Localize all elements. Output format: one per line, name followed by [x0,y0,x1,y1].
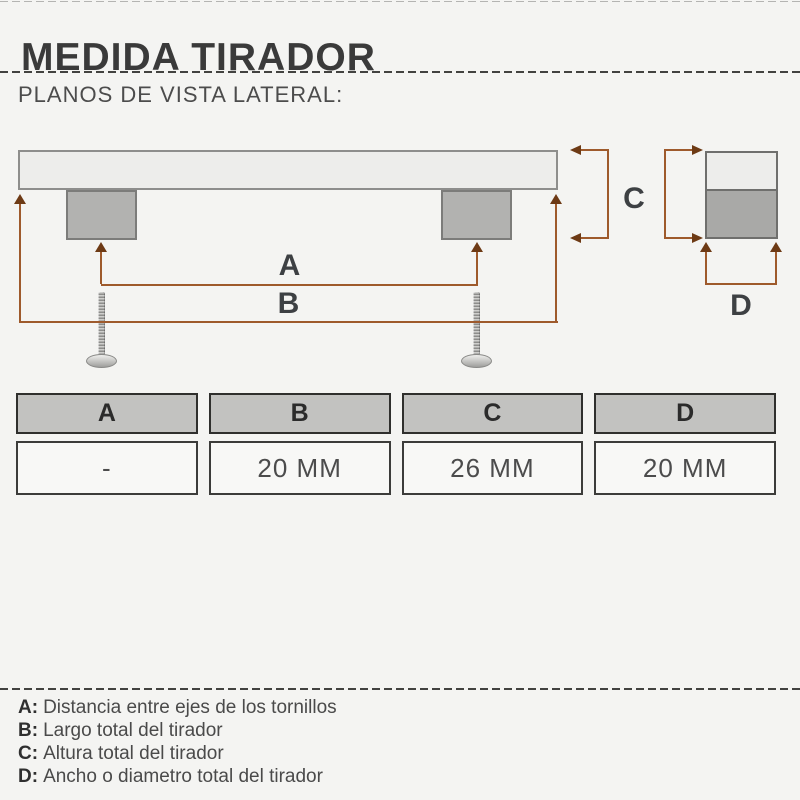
legend-text: Altura total del tirador [43,743,224,764]
screw-shaft [473,292,480,355]
column-value: 26 MM [401,441,584,495]
arrow-up-icon [14,194,26,204]
screw-shaft [98,292,105,355]
dim-label-d: D [730,289,752,322]
dim-label-a: A [278,249,301,282]
legend-item-b: B:Largo total del tirador [18,719,337,742]
end-arm-top [666,149,692,151]
column-value: 20 MM [594,441,776,495]
legend-key: D: [18,766,39,787]
column-value: - [16,441,198,495]
end-bracket [664,149,666,239]
table-column-d: D 20 MM [594,393,776,495]
column-value: 20 MM [208,441,391,495]
dim-c-arm-bottom [581,237,607,239]
dim-c-bracket [607,149,609,239]
arrow-up-icon [471,242,483,252]
arrow-right-icon [692,145,703,155]
arrow-up-icon [770,242,782,252]
dim-label-c: C [623,182,645,215]
arrow-left-icon [570,233,581,243]
table-column-a: A - [16,393,198,495]
legend-text: Ancho o diametro total del tirador [43,766,323,787]
arrow-up-icon [700,242,712,252]
legend-item-c: C:Altura total del tirador [18,742,337,765]
table-column-b: B 20 MM [208,393,391,495]
column-header: D [594,393,776,434]
handle-bar [18,150,558,190]
end-arm-bottom [666,237,692,239]
measurements-table: A - B 20 MM C 26 MM D 20 MM [16,393,776,495]
legend-key: B: [18,720,39,741]
column-header: C [401,393,584,434]
handle-end-post [707,189,776,237]
handle-post-left [66,190,137,240]
page-title: MEDIDA TIRADOR [21,36,376,80]
dim-a-extension-right [476,251,478,284]
legend-item-d: D:Ancho o diametro total del tirador [18,765,337,788]
legend-text: Distancia entre ejes de los tornillos [43,697,337,718]
legend-item-a: A:Distancia entre ejes de los tornillos [18,696,337,719]
legend: A:Distancia entre ejes de los tornillos … [18,696,337,788]
dim-c-arm-top [581,149,607,151]
screw-head [86,354,117,368]
screw-head [461,354,492,368]
legend-text: Largo total del tirador [43,720,223,741]
handle-end-profile [705,151,778,239]
dim-a-line [101,284,478,286]
dim-b-extension-right [555,203,557,321]
dim-label-b: B [277,287,300,320]
arrow-right-icon [692,233,703,243]
dim-d-extension-right [775,252,777,285]
handle-post-right [441,190,512,240]
arrow-up-icon [95,242,107,252]
title-dashed-divider [0,71,800,73]
dim-a-extension-left [100,251,102,284]
top-dashed-divider [0,1,800,2]
table-column-c: C 26 MM [401,393,584,495]
dim-b-extension-left [19,203,21,321]
legend-dashed-divider [0,688,800,690]
arrow-left-icon [570,145,581,155]
dim-d-extension-left [705,252,707,285]
legend-key: A: [18,697,39,718]
dim-d-line [705,283,777,285]
arrow-up-icon [550,194,562,204]
legend-key: C: [18,743,39,764]
dim-b-line [19,321,558,323]
column-header: B [208,393,391,434]
column-header: A [16,393,198,434]
section-subtitle: PLANOS DE VISTA LATERAL: [18,82,344,107]
